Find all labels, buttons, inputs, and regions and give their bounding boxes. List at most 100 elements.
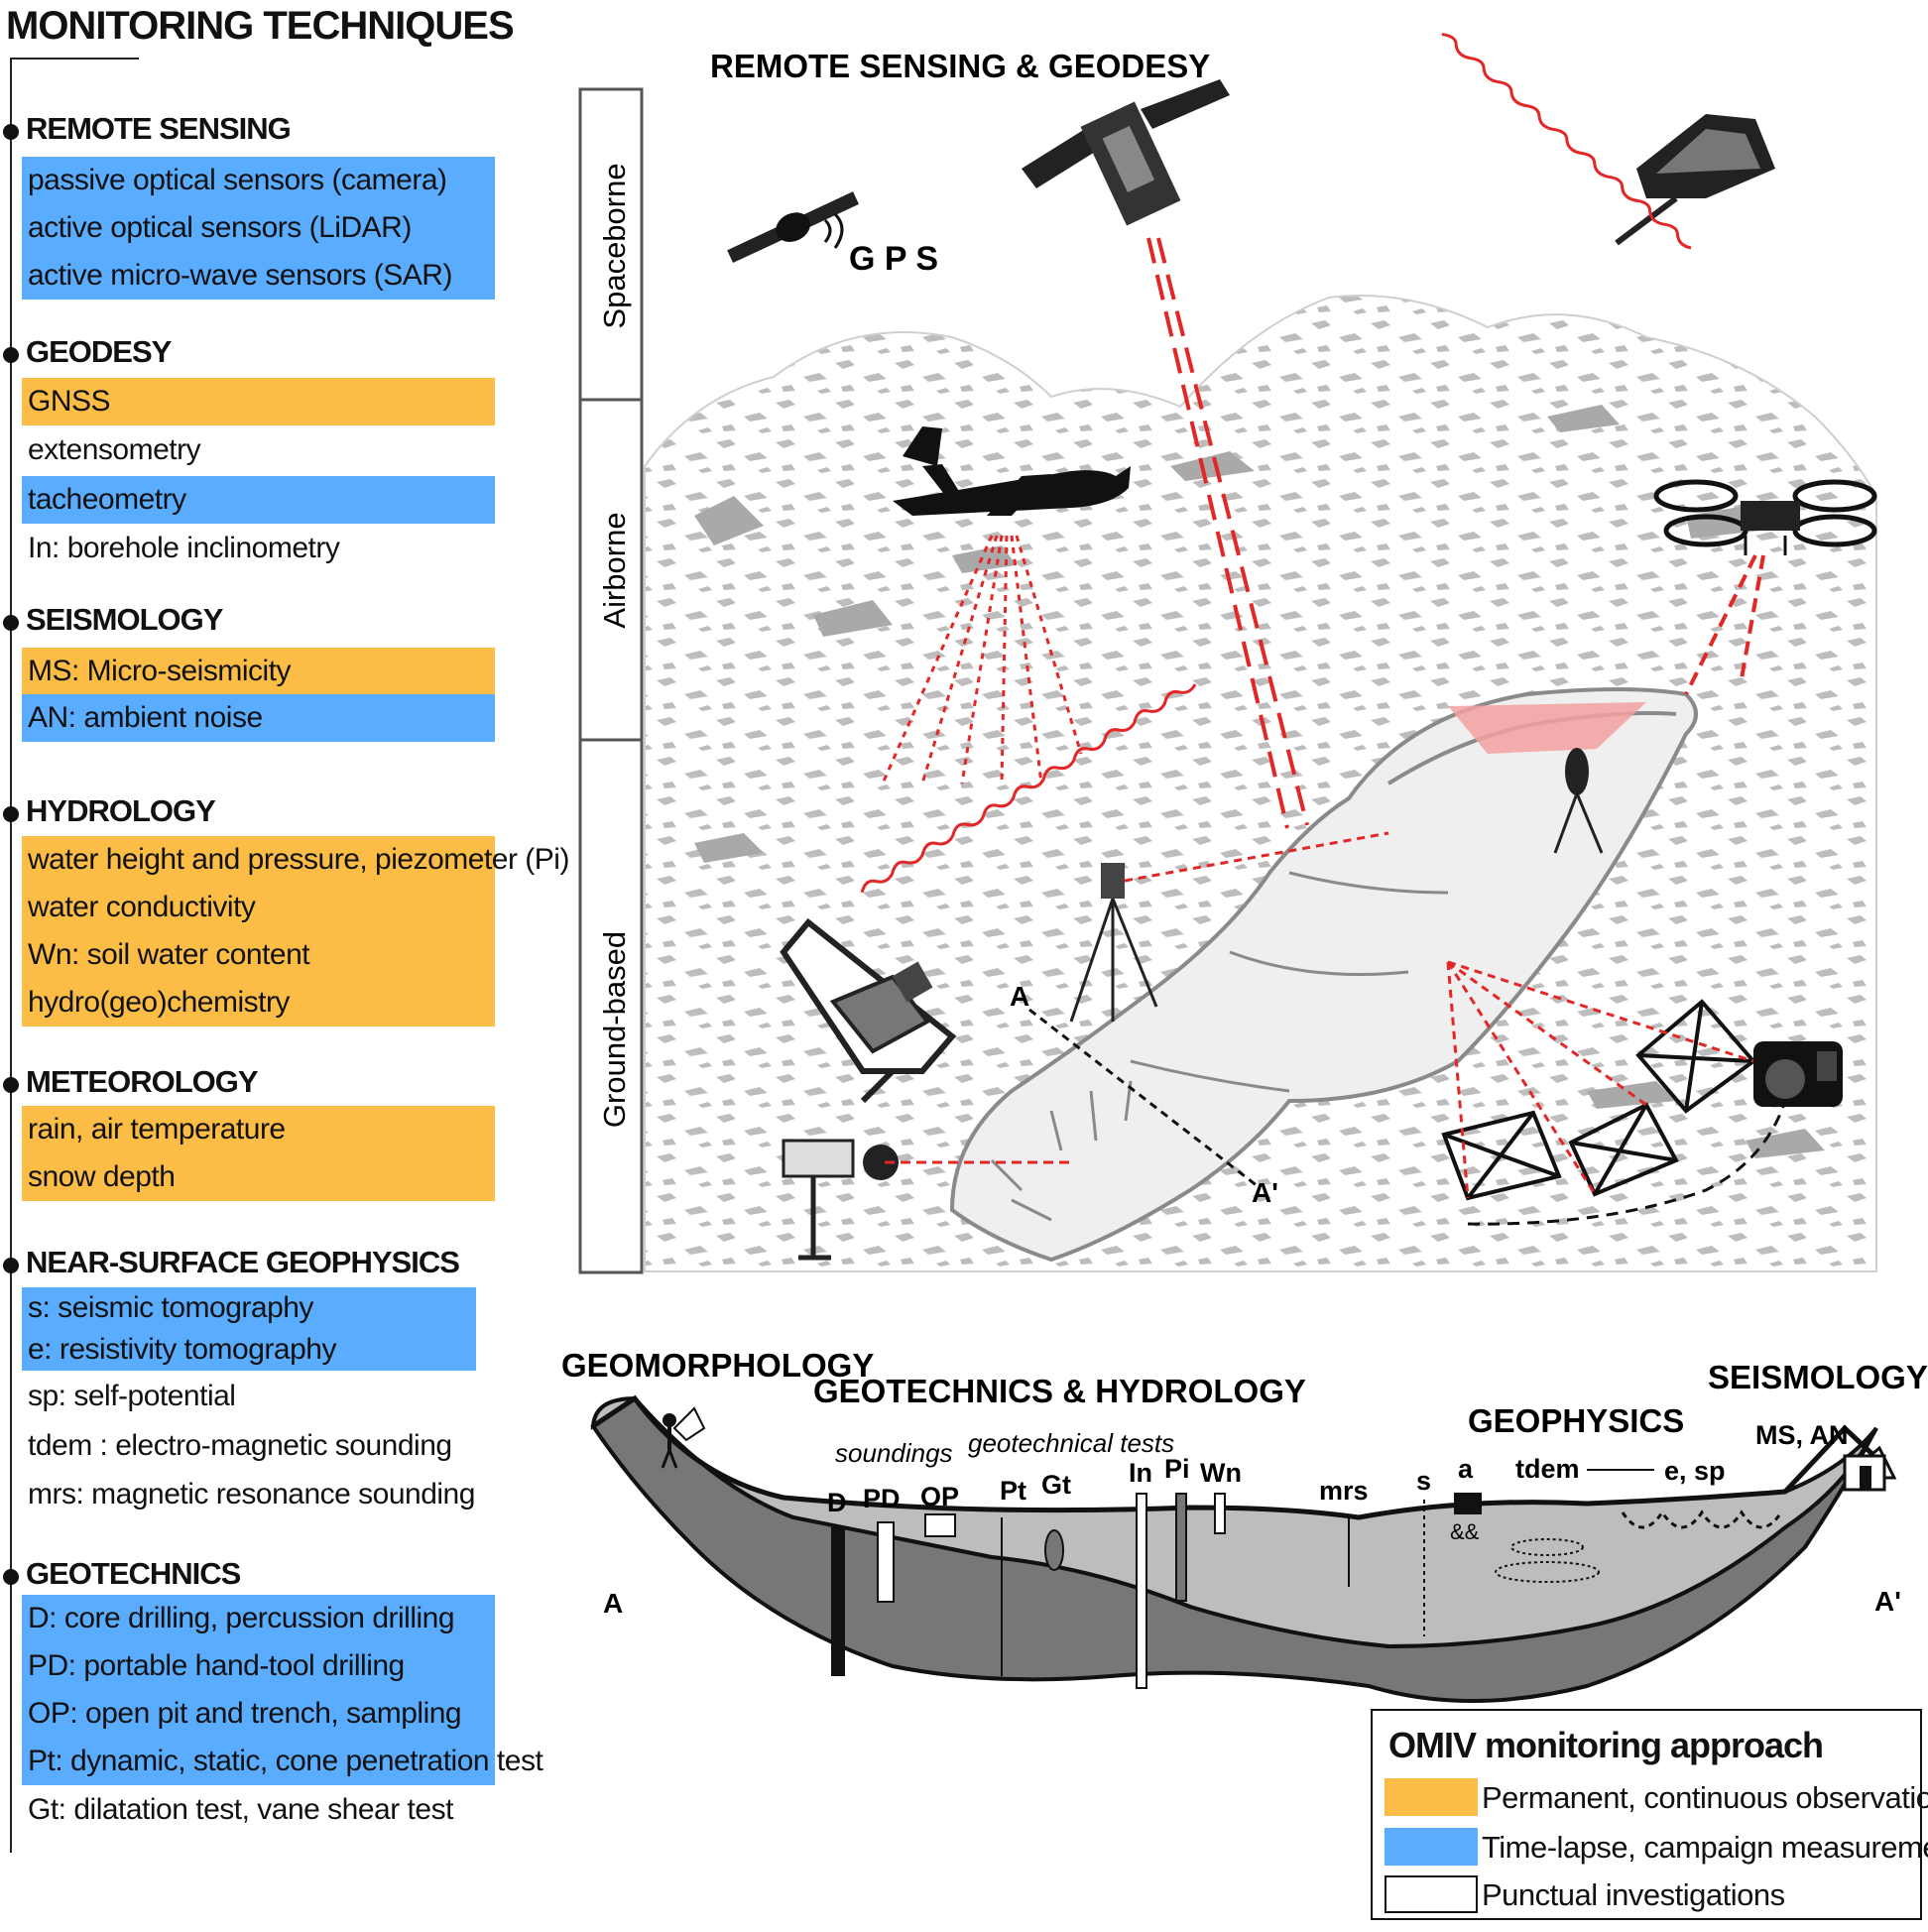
cs-sublabel-soundings: soundings xyxy=(835,1438,953,1468)
drone-icon xyxy=(1653,479,1877,555)
platform-airborne: Airborne xyxy=(597,512,632,628)
resistivity-array-icon xyxy=(1621,1509,1783,1529)
timeline-dot xyxy=(3,615,19,631)
section-heading-seismology: SEISMOLOGY xyxy=(26,602,223,637)
section-end-label: A' xyxy=(1252,1177,1278,1208)
item-tacheometry: tacheometry xyxy=(22,476,495,524)
item-rain: rain, air temperature xyxy=(22,1106,495,1153)
inclinometer-icon xyxy=(1136,1493,1147,1689)
legend-label-timelapse: Time-lapse, campaign measurements xyxy=(1482,1830,1928,1865)
item-inclinometry: In: borehole inclinometry xyxy=(28,532,340,564)
label-s: s xyxy=(1416,1466,1431,1496)
tdem-loop-icon xyxy=(1510,1538,1584,1556)
panel-title: MONITORING TECHNIQUES xyxy=(6,4,515,48)
legend-swatch-permanent xyxy=(1385,1778,1478,1816)
section-heading-meteorology: METEOROLOGY xyxy=(26,1064,259,1099)
legend-label-permanent: Permanent, continuous observations xyxy=(1482,1780,1928,1815)
label-Gt: Gt xyxy=(1041,1470,1071,1500)
signal-lines xyxy=(860,33,1765,1199)
label-In: In xyxy=(1129,1458,1152,1488)
legend-swatch-timelapse xyxy=(1385,1828,1478,1866)
item-gnss: GNSS xyxy=(22,378,495,425)
item-hydrochemistry: hydro(geo)chemistry xyxy=(22,979,495,1026)
timeline-dot xyxy=(3,1569,19,1585)
open-pit-icon xyxy=(924,1513,956,1537)
legend-swatch-punctual xyxy=(1385,1875,1478,1913)
item-self-potential: sp: self-potential xyxy=(28,1380,236,1412)
item-hand-drilling: PD: portable hand-tool drilling xyxy=(22,1642,495,1690)
sar-satellite-icon xyxy=(1022,79,1230,226)
label-PD: PD xyxy=(863,1484,901,1513)
section-heading-geodesy: GEODESY xyxy=(26,334,172,369)
cs-heading-geophysics: GEOPHYSICS xyxy=(1468,1402,1684,1439)
item-sar: active micro-wave sensors (SAR) xyxy=(22,252,495,300)
section-heading-hydrology: HYDROLOGY xyxy=(26,793,216,828)
dilatation-test-icon xyxy=(1044,1529,1064,1571)
label-D: D xyxy=(827,1488,847,1517)
label-esp: e, sp xyxy=(1664,1456,1726,1486)
timeline-cap xyxy=(10,58,139,60)
dslr-camera-icon xyxy=(1753,1041,1843,1107)
item-piezometer: water height and pressure, piezometer (P… xyxy=(22,836,569,884)
item-resistivity-tomography: e: resistivity tomography xyxy=(22,1329,476,1371)
section-line: A A' xyxy=(1010,981,1787,1226)
label-ampersand: && xyxy=(1450,1519,1480,1544)
accelerometer-icon xyxy=(1454,1493,1482,1514)
item-mrs: mrs: magnetic resonance sounding xyxy=(28,1478,475,1510)
label-Pt: Pt xyxy=(1000,1476,1026,1506)
mountain-background xyxy=(644,295,1877,1272)
label-Wn: Wn xyxy=(1200,1458,1242,1488)
item-passive-optical: passive optical sensors (camera) xyxy=(22,157,495,204)
tacheometer-icon xyxy=(1069,863,1158,1023)
timeline-dot xyxy=(3,806,19,822)
core-drill-icon xyxy=(831,1527,845,1676)
item-tdem: tdem : electro-magnetic sounding xyxy=(28,1429,452,1462)
item-ambient-noise: AN: ambient noise xyxy=(22,694,495,742)
timeline-dot xyxy=(3,1077,19,1093)
gps-satellite-icon: G P S xyxy=(727,191,938,278)
item-seismic-tomography: s: seismic tomography xyxy=(22,1287,476,1329)
item-water-conductivity: water conductivity xyxy=(22,884,495,931)
piezometer-icon xyxy=(1175,1493,1187,1602)
optical-satellite-icon xyxy=(1615,114,1775,246)
section-heading-remote-sensing: REMOTE SENSING xyxy=(26,111,292,146)
item-core-drilling: D: core drilling, percussion drilling xyxy=(22,1595,495,1642)
techniques-panel: MONITORING TECHNIQUES REMOTE SENSING pas… xyxy=(0,0,569,1932)
timeline-dot xyxy=(3,124,19,140)
platform-spaceborne: Spaceborne xyxy=(597,163,632,328)
camera-station-icon xyxy=(782,1139,899,1261)
item-penetration-test: Pt: dynamic, static, cone penetration te… xyxy=(22,1738,543,1785)
label-Pi: Pi xyxy=(1164,1454,1190,1484)
timeline-line xyxy=(10,58,12,1853)
item-soil-water: Wn: soil water content xyxy=(22,931,495,979)
hand-drill-icon xyxy=(877,1521,895,1603)
item-microseismicity: MS: Micro-seismicity xyxy=(22,648,495,695)
label-a: a xyxy=(1458,1454,1474,1484)
label-OP: OP xyxy=(920,1482,959,1511)
timeline-dot xyxy=(3,347,19,363)
geomorphologist-icon xyxy=(661,1406,706,1469)
cs-end-left: A xyxy=(603,1588,623,1619)
section-heading-geotechnics: GEOTECHNICS xyxy=(26,1556,241,1591)
label-msan: MS, AN xyxy=(1755,1420,1849,1450)
item-dilatation-test: Gt: dilatation test, vane shear test xyxy=(28,1793,453,1826)
cs-heading-geomorphology: GEOMORPHOLOGY xyxy=(561,1347,874,1384)
section-start-label: A xyxy=(1010,981,1029,1012)
cs-heading-geotechnics: GEOTECHNICS & HYDROLOGY xyxy=(813,1373,1306,1409)
soil-water-icon xyxy=(1214,1493,1226,1534)
label-tdem: tdem xyxy=(1515,1454,1580,1484)
cs-sublabel-geotech-tests: geotechnical tests xyxy=(968,1428,1174,1458)
section-heading-geophysics: NEAR-SURFACE GEOPHYSICS xyxy=(26,1245,460,1279)
item-open-pit: OP: open pit and trench, sampling xyxy=(22,1690,495,1738)
legend-box: OMIV monitoring approach Permanent, cont… xyxy=(1371,1709,1928,1920)
airplane-icon xyxy=(893,426,1131,516)
cs-heading-seismology: SEISMOLOGY xyxy=(1708,1359,1928,1395)
label-mrs: mrs xyxy=(1319,1476,1369,1506)
platform-ground-based: Ground-based xyxy=(597,931,632,1128)
legend-title: OMIV monitoring approach xyxy=(1388,1725,1824,1765)
cross-section: GEOMORPHOLOGY GEOTECHNICS & HYDROLOGY GE… xyxy=(561,1347,1928,1703)
item-lidar: active optical sensors (LiDAR) xyxy=(22,204,495,252)
item-extensometry: extensometry xyxy=(28,433,201,466)
gps-label: G P S xyxy=(849,240,938,278)
